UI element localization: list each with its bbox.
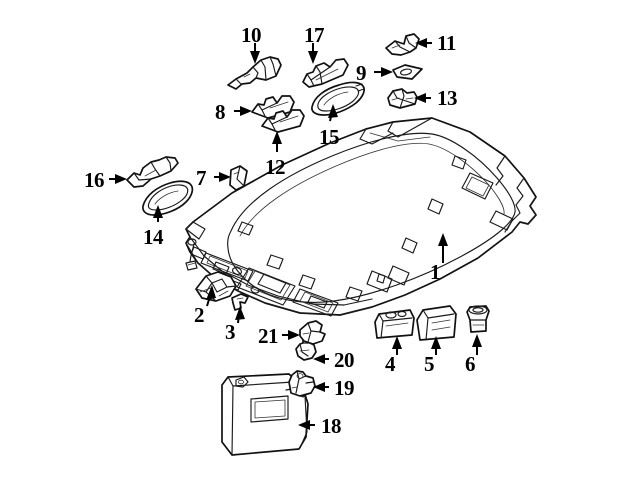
callout-label-4[interactable]: 4 [385, 352, 396, 376]
part-assist-handle-cover-front [261, 109, 305, 133]
part-rocker-switch [416, 305, 457, 341]
part-visor-support-bracket [227, 56, 282, 90]
part-overhead-console [195, 271, 237, 302]
callout-label-8[interactable]: 8 [215, 100, 226, 124]
callout-label-10[interactable]: 10 [241, 23, 262, 47]
callout-label-21[interactable]: 21 [258, 324, 279, 348]
part-visor-retainer-hook [288, 370, 316, 397]
callout-label-2[interactable]: 2 [194, 303, 205, 327]
callout-label-13[interactable]: 13 [437, 86, 458, 110]
callout-arrows [109, 38, 482, 430]
callout-label-9[interactable]: 9 [356, 61, 367, 85]
callout-label-17[interactable]: 17 [304, 23, 325, 47]
callout-label-7[interactable]: 7 [196, 166, 207, 190]
part-retainer-nut-clip [387, 88, 418, 109]
part-trim-cap [229, 165, 248, 191]
callout-label-5[interactable]: 5 [424, 352, 435, 376]
callout-label-6[interactable]: 6 [465, 352, 476, 376]
part-sunroof-switch [374, 309, 415, 339]
part-retainer-clip-small [231, 293, 249, 311]
callout-label-1[interactable]: 1 [430, 260, 441, 284]
callout-label-20[interactable]: 20 [334, 348, 355, 372]
callout-label-11[interactable]: 11 [437, 31, 456, 55]
part-spring-clip [385, 33, 420, 56]
callout-label-18[interactable]: 18 [321, 414, 342, 438]
part-headliner-panel [185, 117, 537, 317]
callout-label-15[interactable]: 15 [319, 125, 340, 149]
part-assist-grip-handle [311, 81, 366, 116]
part-assist-handle-cover-side [126, 156, 179, 188]
callout-label-3[interactable]: 3 [225, 320, 236, 344]
callout-label-14[interactable]: 14 [143, 225, 164, 249]
part-visor-clip-bracket [302, 58, 349, 88]
part-grommet-plug [466, 305, 490, 333]
callout-label-19[interactable]: 19 [334, 376, 355, 400]
part-lamp-lens-clip [299, 320, 326, 345]
part-washer-spacer [392, 64, 423, 80]
callout-label-12[interactable]: 12 [265, 155, 286, 179]
part-grab-handle [142, 180, 194, 216]
callout-label-16[interactable]: 16 [84, 168, 105, 192]
